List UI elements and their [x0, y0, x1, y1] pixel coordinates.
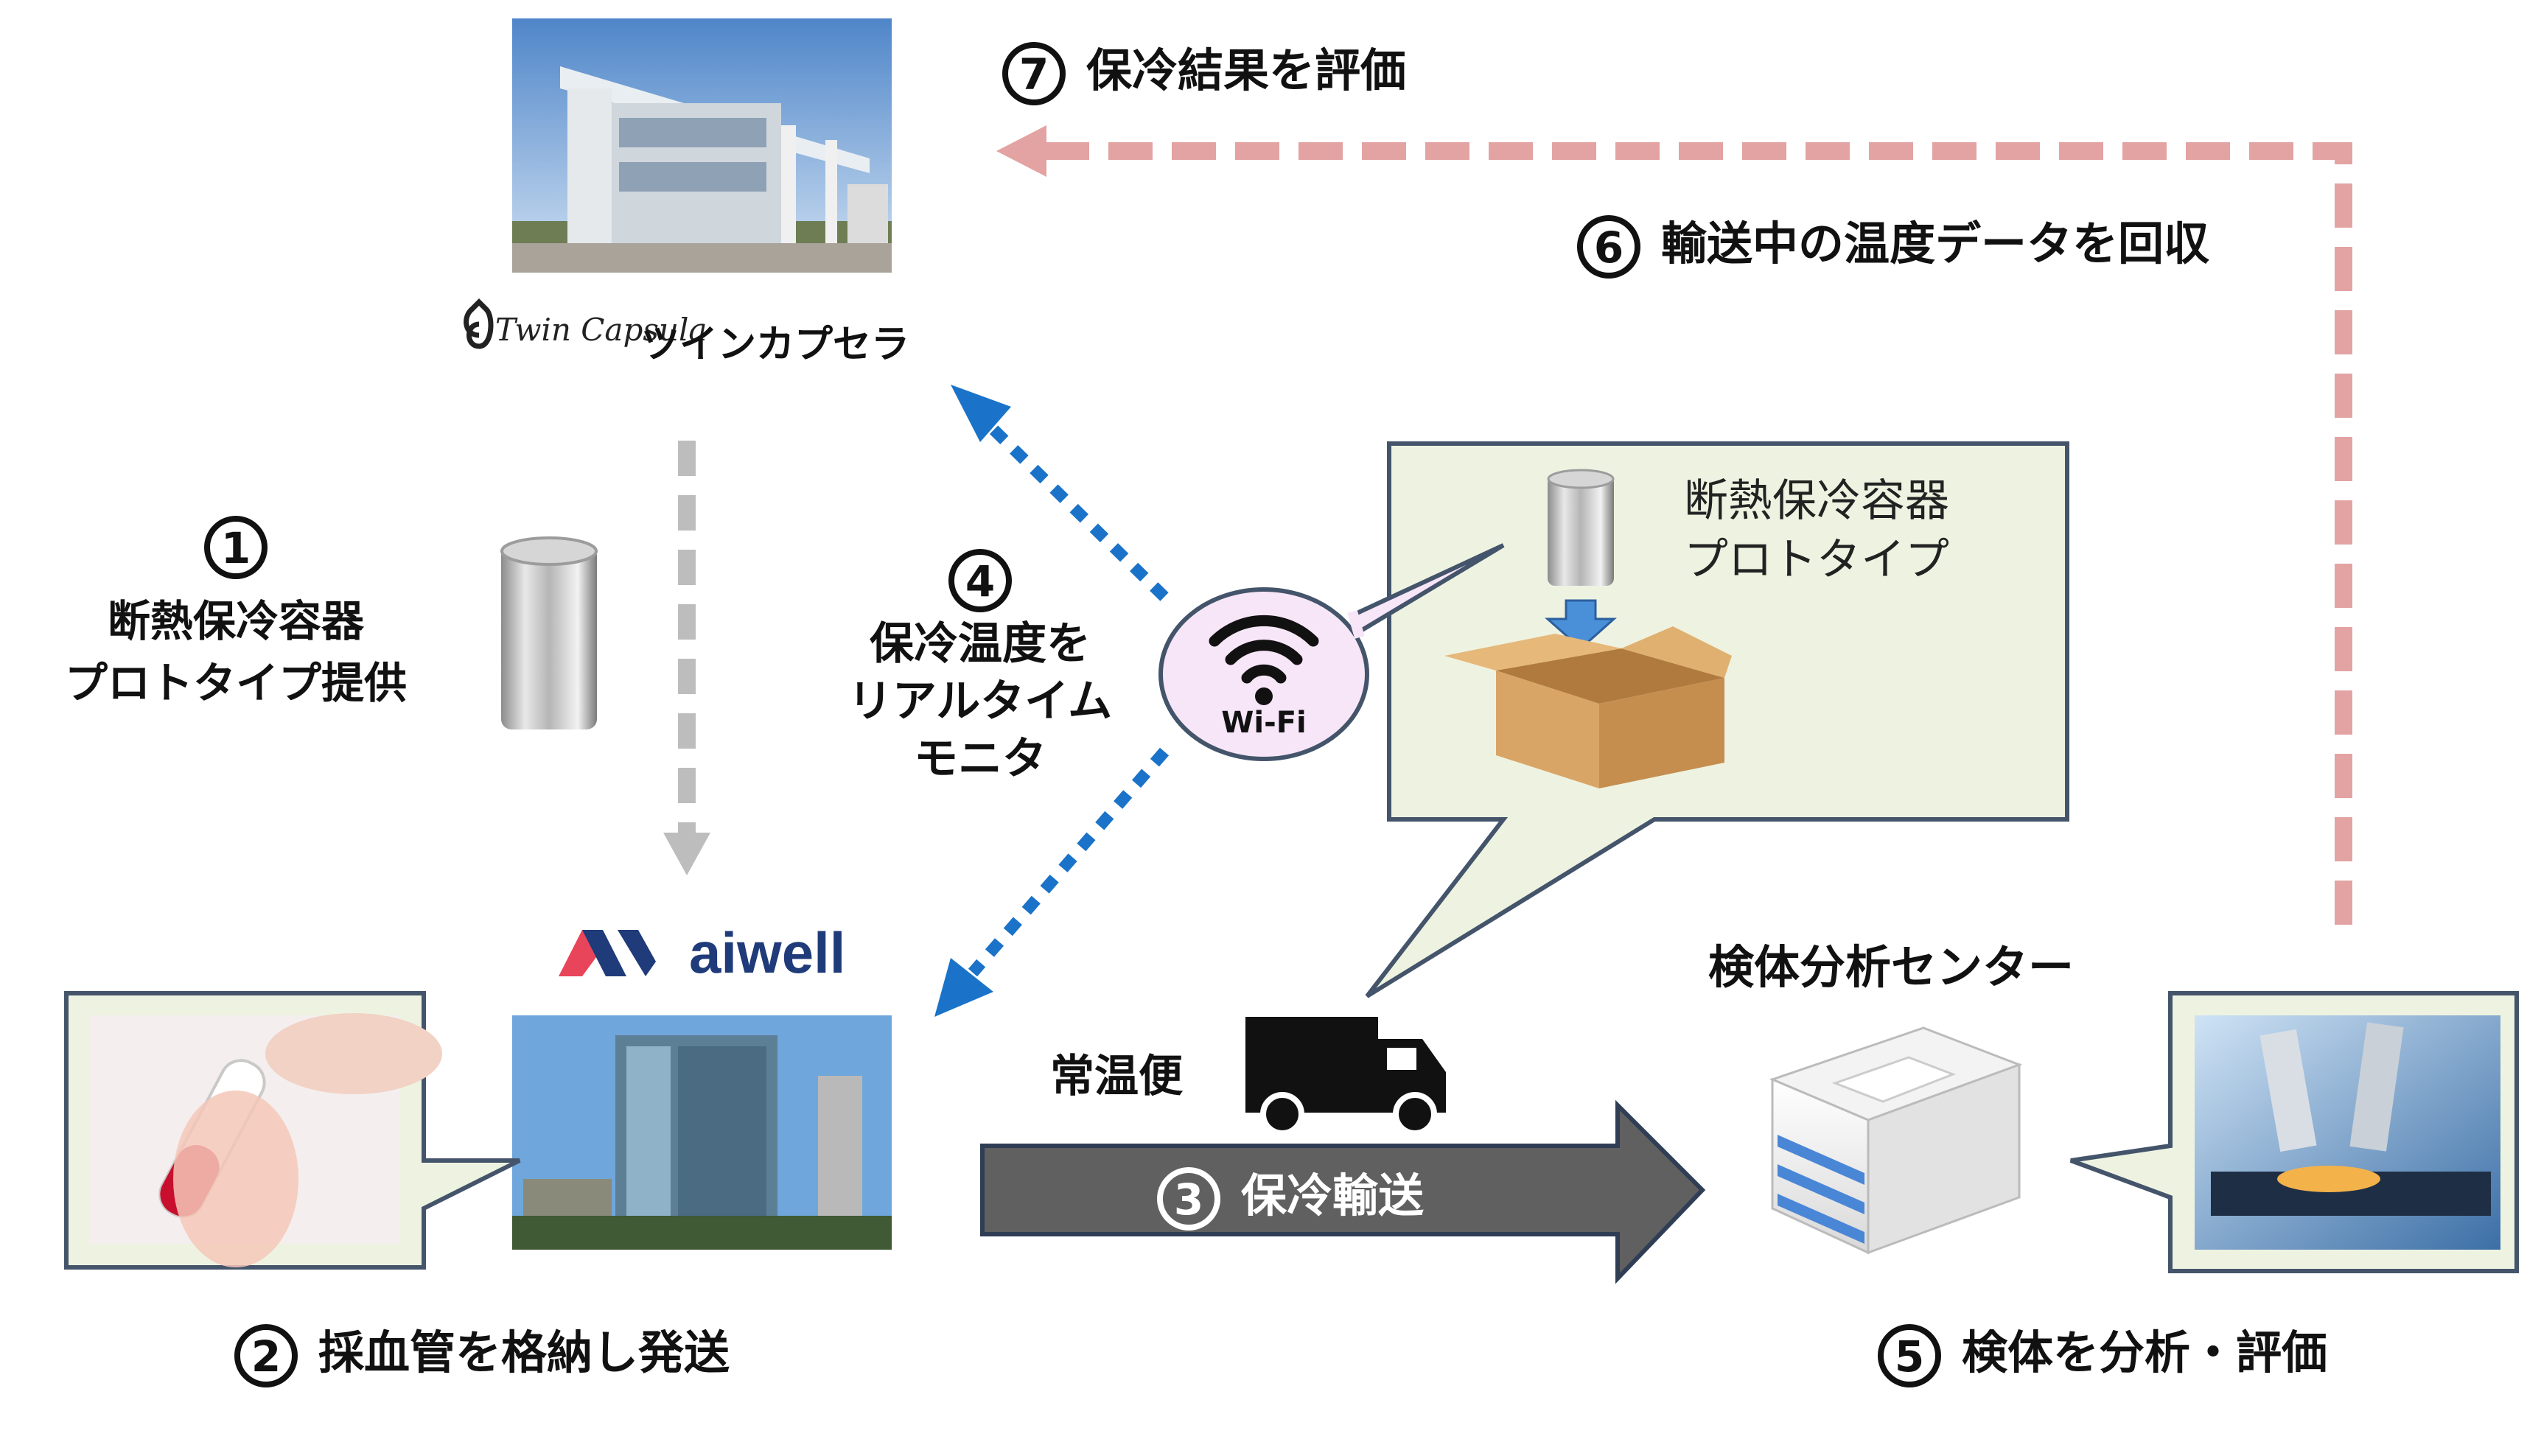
monitor-arrow-down: [934, 747, 1170, 1017]
step1-label: 1 断熱保冷容器 プロトタイプ提供: [29, 516, 442, 710]
step3-text: 保冷輸送: [1241, 1169, 1425, 1222]
step4-label: 4 保冷温度を リアルタイム モニタ: [803, 549, 1157, 788]
container-cylinder-icon: [500, 536, 598, 729]
step1-number: 1: [204, 516, 268, 579]
supply-arrow: [663, 441, 710, 875]
shipping-label: 常温便: [1050, 1051, 1183, 1102]
callout-line2: プロトタイプ: [1684, 534, 1949, 586]
analysis-center-building-icon: [1769, 1026, 2023, 1255]
twin-capsula-name: ツインカプセラ: [641, 323, 910, 367]
step4-line1: 保冷温度を: [870, 618, 1091, 670]
step6-text: 輸送中の温度データを回収: [1661, 217, 2210, 270]
truck-icon: [1245, 1017, 1446, 1136]
step6-label: 6 輸送中の温度データを回収: [1577, 206, 2209, 279]
shipping-arrow: [980, 1099, 1706, 1284]
step2-text: 採血管を格納し発送: [318, 1326, 730, 1379]
wifi-label: Wi-Fi: [1221, 706, 1307, 740]
step5-number: 5: [1878, 1323, 1941, 1387]
step7-number: 7: [1002, 41, 1066, 105]
step4-number: 4: [948, 549, 1012, 612]
data-return-arrow: [996, 125, 2352, 925]
cardboard-box-icon: [1444, 626, 1732, 788]
step1-line1: 断熱保冷容器: [107, 596, 364, 646]
aiwell-building-photo: [512, 1015, 892, 1250]
step3-label: 3 保冷輸送: [1157, 1158, 1424, 1231]
aiwell-logo-mark: [559, 930, 656, 976]
callout-line1: 断熱保冷容器: [1684, 475, 1949, 527]
step2-label: 2 採血管を格納し発送: [234, 1315, 730, 1387]
step7-text: 保冷結果を評価: [1086, 43, 1407, 97]
blood-tube-callout: [64, 991, 521, 1270]
twin-capsula-logo: Twin Capsula: [464, 298, 707, 349]
down-arrow-icon: [1545, 599, 1617, 651]
microscope-callout: [2069, 991, 2519, 1273]
callout-cylinder-icon: [1547, 469, 1615, 586]
twin-capsula-building-photo: [512, 18, 892, 273]
step4-line3: モニタ: [914, 733, 1046, 785]
step5-label: 5 検体を分析・評価: [1878, 1315, 2327, 1387]
analysis-center-name: 検体分析センター: [1708, 940, 2075, 994]
step6-number: 6: [1577, 214, 1640, 279]
step7-label: 7 保冷結果を評価: [1002, 33, 1406, 105]
callout-text: 断熱保冷容器 プロトタイプ: [1684, 472, 1949, 589]
svg-text:Twin Capsula: Twin Capsula: [495, 312, 707, 348]
step5-text: 検体を分析・評価: [1962, 1326, 2328, 1379]
monitor-arrow-up: [951, 385, 1169, 601]
aiwell-wordmark: aiwell: [689, 920, 846, 985]
step1-line2: プロトタイプ提供: [64, 658, 407, 708]
wifi-icon: [1209, 615, 1319, 705]
step3-number: 3: [1157, 1166, 1220, 1231]
step4-line2: リアルタイム: [847, 676, 1113, 727]
step2-number: 2: [234, 1323, 298, 1387]
